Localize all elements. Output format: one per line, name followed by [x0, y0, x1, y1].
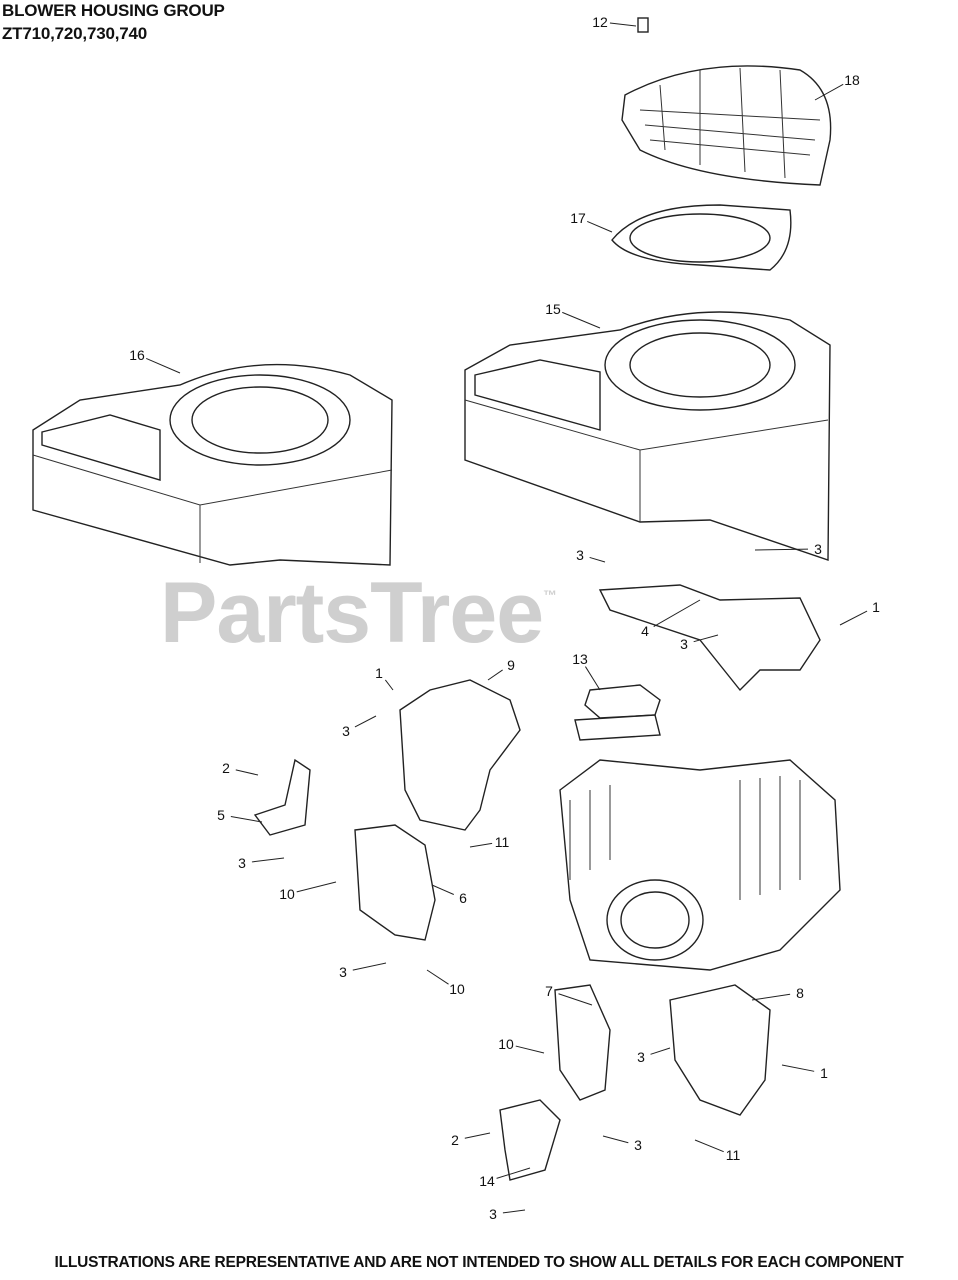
callout-18[interactable]: 18	[844, 72, 860, 88]
part-5-bracket[interactable]	[253, 758, 311, 836]
callout-3[interactable]: 3	[680, 636, 688, 652]
callout-3[interactable]: 3	[814, 541, 822, 557]
callout-11[interactable]: 11	[494, 834, 510, 850]
callout-10[interactable]: 10	[498, 1036, 514, 1052]
leader-line	[464, 1132, 491, 1139]
callout-7[interactable]: 7	[545, 983, 553, 999]
leader-line	[354, 715, 377, 728]
model-numbers: ZT710,720,730,740	[2, 24, 147, 43]
leader-line	[653, 599, 701, 628]
callout-9[interactable]: 9	[507, 657, 515, 673]
leader-line	[558, 993, 593, 1006]
callout-8[interactable]: 8	[796, 985, 804, 1001]
callout-3[interactable]: 3	[576, 547, 584, 563]
callout-3[interactable]: 3	[342, 723, 350, 739]
part-13-clip[interactable]	[574, 684, 661, 741]
callout-14[interactable]: 14	[479, 1173, 495, 1189]
part-6-cylinder-shroud[interactable]	[354, 824, 436, 941]
callout-5[interactable]: 5	[217, 807, 225, 823]
leader-line	[602, 1135, 629, 1144]
callout-10[interactable]: 10	[449, 981, 465, 997]
leader-line	[296, 881, 337, 893]
leader-line	[650, 1047, 671, 1055]
leader-line	[502, 1209, 526, 1214]
leader-line	[431, 884, 454, 895]
callout-1[interactable]: 1	[872, 599, 880, 615]
watermark-trademark: ™	[543, 587, 557, 603]
engine-block	[559, 759, 841, 971]
diagram-title: BLOWER HOUSING GROUP	[2, 1, 225, 20]
callout-3[interactable]: 3	[637, 1049, 645, 1065]
callout-13[interactable]: 13	[572, 651, 588, 667]
part-14-bracket[interactable]	[499, 1099, 561, 1181]
part-16-blower-housing[interactable]	[32, 363, 393, 566]
leader-line	[562, 311, 601, 329]
leader-line	[496, 1167, 531, 1179]
leader-line	[589, 556, 606, 563]
callout-2[interactable]: 2	[451, 1132, 459, 1148]
callout-3[interactable]: 3	[339, 964, 347, 980]
leader-line	[235, 769, 259, 776]
part-7-shroud[interactable]	[554, 984, 611, 1101]
leader-line	[230, 816, 263, 823]
leader-line	[694, 1139, 724, 1153]
callout-11[interactable]: 11	[725, 1147, 741, 1163]
watermark-text: PartsTree	[160, 565, 544, 661]
leader-line	[384, 679, 394, 691]
leader-line	[251, 857, 285, 863]
callout-16[interactable]: 16	[129, 347, 145, 363]
callout-3[interactable]: 3	[634, 1137, 642, 1153]
leader-line	[781, 1064, 815, 1072]
leader-line	[426, 969, 449, 985]
leader-line	[352, 962, 387, 971]
leader-line	[693, 634, 719, 643]
leader-line	[814, 83, 844, 101]
disclaimer-footer: ILLUSTRATIONS ARE REPRESENTATIVE AND ARE…	[54, 1254, 904, 1271]
leader-line	[754, 548, 809, 551]
leader-line	[609, 22, 637, 27]
part-18-blower-grille[interactable]	[621, 65, 832, 186]
leader-line	[487, 669, 503, 681]
leader-line	[515, 1045, 545, 1054]
callout-4[interactable]: 4	[641, 623, 649, 639]
leader-line	[839, 610, 868, 626]
part-15-blower-housing[interactable]	[464, 311, 831, 561]
callout-1[interactable]: 1	[820, 1065, 828, 1081]
partstree-watermark: PartsTree™	[160, 570, 557, 656]
part-12-screw[interactable]	[637, 17, 649, 33]
callout-1[interactable]: 1	[375, 665, 383, 681]
callout-12[interactable]: 12	[592, 14, 608, 30]
leader-line	[587, 220, 613, 233]
callout-3[interactable]: 3	[489, 1206, 497, 1222]
part-9-cylinder-shroud[interactable]	[399, 679, 521, 831]
callout-3[interactable]: 3	[238, 855, 246, 871]
part-17-screen-seal[interactable]	[611, 204, 792, 271]
callout-15[interactable]: 15	[545, 301, 561, 317]
part-8-shroud[interactable]	[669, 984, 771, 1116]
callout-17[interactable]: 17	[570, 210, 586, 226]
leader-line	[469, 842, 493, 848]
leader-line	[751, 993, 791, 1001]
callout-10[interactable]: 10	[279, 886, 295, 902]
leader-line	[146, 358, 181, 374]
callout-2[interactable]: 2	[222, 760, 230, 776]
leader-line	[584, 666, 601, 691]
callout-6[interactable]: 6	[459, 890, 467, 906]
